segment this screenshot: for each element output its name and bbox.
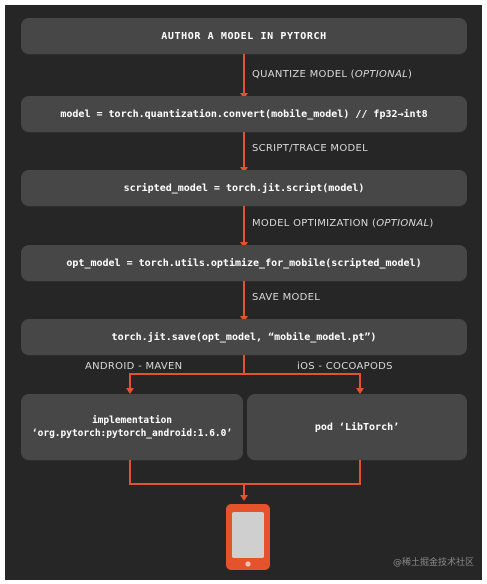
- arrow-line-save: [243, 281, 245, 317]
- arrow-line-branch-stem: [243, 355, 245, 375]
- watermark: @稀土掘金技术社区: [392, 558, 474, 568]
- arrowhead-ios: [356, 388, 364, 394]
- android-implementation-text: implementation: [91, 415, 173, 426]
- android-dependency-text: ‘org.pytorch:pytorch_android:1.6.0’: [31, 428, 233, 439]
- save-code: torch.jit.save(opt_model, “mobile_model.…: [111, 331, 377, 343]
- script-code: scripted_model = torch.jit.script(model): [123, 182, 365, 194]
- android-maven-label: ANDROID - MAVEN: [85, 361, 183, 372]
- author-model-box: AUTHOR A MODEL IN PYTORCH: [21, 18, 467, 54]
- save-model-label: SAVE MODEL: [252, 292, 321, 303]
- android-box: implementation ‘org.pytorch:pytorch_andr…: [21, 394, 243, 460]
- ios-box: pod ‘LibTorch’: [247, 394, 467, 460]
- optimize-box: opt_model = torch.utils.optimize_for_mob…: [21, 245, 467, 281]
- ios-cocoapods-label: iOS - COCOAPODS: [297, 361, 393, 372]
- author-model-text: AUTHOR A MODEL IN PYTORCH: [161, 30, 327, 42]
- save-box: torch.jit.save(opt_model, “mobile_model.…: [21, 319, 467, 355]
- arrow-line-branch-android: [129, 373, 131, 389]
- ios-pod-text: pod ‘LibTorch’: [314, 421, 400, 433]
- arrow-line-merge-android: [129, 460, 131, 485]
- arrow-line-quantize: [243, 54, 245, 94]
- arrow-line-script: [243, 132, 245, 168]
- script-box: scripted_model = torch.jit.script(model): [21, 170, 467, 206]
- arrow-line-optimize: [243, 206, 245, 243]
- arrow-line-merge-stem: [243, 483, 245, 497]
- arrow-line-branch-horizontal: [129, 373, 361, 375]
- quantize-code: model = torch.quantization.convert(mobil…: [60, 108, 428, 120]
- arrowhead-phone: [240, 495, 248, 501]
- flow-panel: AUTHOR A MODEL IN PYTORCH QUANTIZE MODEL…: [5, 5, 482, 580]
- arrow-line-merge-horizontal: [129, 483, 361, 485]
- optimize-code: opt_model = torch.utils.optimize_for_mob…: [66, 257, 422, 269]
- mobile-phone-icon: [223, 503, 273, 573]
- arrow-line-branch-ios: [359, 373, 361, 389]
- quantize-box: model = torch.quantization.convert(mobil…: [21, 96, 467, 132]
- quantize-label: QUANTIZE MODEL (OPTIONAL): [252, 69, 413, 80]
- arrow-line-merge-ios: [359, 460, 361, 485]
- script-trace-label: SCRIPT/TRACE MODEL: [252, 143, 369, 154]
- model-optimization-label: MODEL OPTIMIZATION (OPTIONAL): [252, 218, 434, 229]
- arrowhead-android: [126, 388, 134, 394]
